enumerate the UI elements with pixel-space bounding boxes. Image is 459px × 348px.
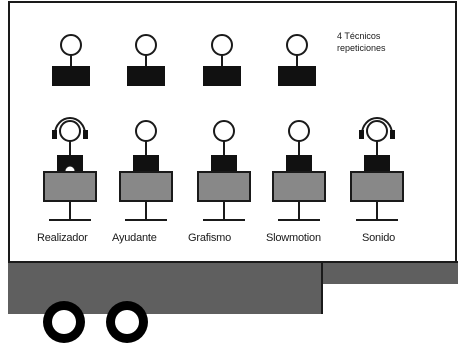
console-desk	[350, 171, 404, 202]
headset-earpiece-left	[52, 130, 57, 139]
console-desk	[197, 171, 251, 202]
headset-icon	[361, 117, 393, 135]
head-icon	[59, 120, 81, 142]
station-label-slowmotion: Slowmotion	[266, 232, 321, 244]
station-label-realizador: Realizador	[37, 232, 88, 244]
replay-desk-block	[203, 66, 241, 86]
technician-figure	[52, 34, 90, 86]
station-figure	[272, 120, 326, 221]
station-figure	[43, 117, 97, 221]
replay-desk-block	[52, 66, 90, 86]
truck-body-outline	[8, 1, 457, 262]
headset-earpiece-right	[390, 130, 395, 139]
station-figure	[350, 117, 404, 221]
console-desk	[119, 171, 173, 202]
technician-figure	[127, 34, 165, 86]
monitor-block	[286, 155, 312, 172]
truck-chassis-rear	[322, 262, 458, 284]
head-icon	[211, 34, 233, 56]
technician-figure	[203, 34, 241, 86]
monitor-block	[211, 155, 237, 172]
wheel-icon	[43, 301, 85, 343]
monitor-block	[364, 155, 390, 172]
headset-earpiece-left	[359, 130, 364, 139]
replay-desk-block	[127, 66, 165, 86]
technicians-note-line1: 4 Técnicos	[337, 31, 381, 41]
headset-icon	[54, 117, 86, 135]
technicians-note: 4 Técnicos repeticiones	[337, 30, 386, 54]
head-icon	[135, 34, 157, 56]
station-figure	[119, 120, 173, 221]
technicians-note-line2: repeticiones	[337, 43, 386, 53]
head-icon	[60, 34, 82, 56]
station-label-grafismo: Grafismo	[188, 232, 232, 244]
monitor-block	[57, 155, 83, 172]
head-icon	[286, 34, 308, 56]
monitor-block	[133, 155, 159, 172]
console-desk	[43, 171, 97, 202]
station-label-ayudante: Ayudante	[112, 232, 157, 244]
head-icon	[135, 120, 157, 142]
wheel-icon	[106, 301, 148, 343]
console-desk	[272, 171, 326, 202]
production-stations-row	[43, 117, 404, 221]
headset-earpiece-right	[83, 130, 88, 139]
head-icon	[366, 120, 388, 142]
head-icon	[213, 120, 235, 142]
replay-technicians-row	[52, 34, 316, 86]
station-figure	[197, 120, 251, 221]
head-icon	[288, 120, 310, 142]
technician-figure	[278, 34, 316, 86]
replay-desk-block	[278, 66, 316, 86]
station-label-sonido: Sonido	[362, 232, 396, 244]
